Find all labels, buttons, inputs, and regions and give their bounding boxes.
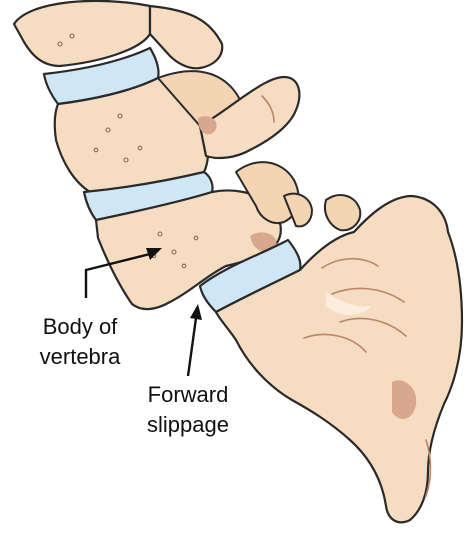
forward-slippage-label-line1: Forward: [148, 382, 229, 407]
upper-vertebra: [14, 1, 222, 68]
body-of-vertebra-label-line1: Body of: [43, 314, 118, 339]
forward-slippage-label-line2: slippage: [147, 412, 229, 437]
body-of-vertebra-label-line2: vertebra: [40, 344, 121, 369]
forward-slippage-pointer: [188, 304, 202, 376]
